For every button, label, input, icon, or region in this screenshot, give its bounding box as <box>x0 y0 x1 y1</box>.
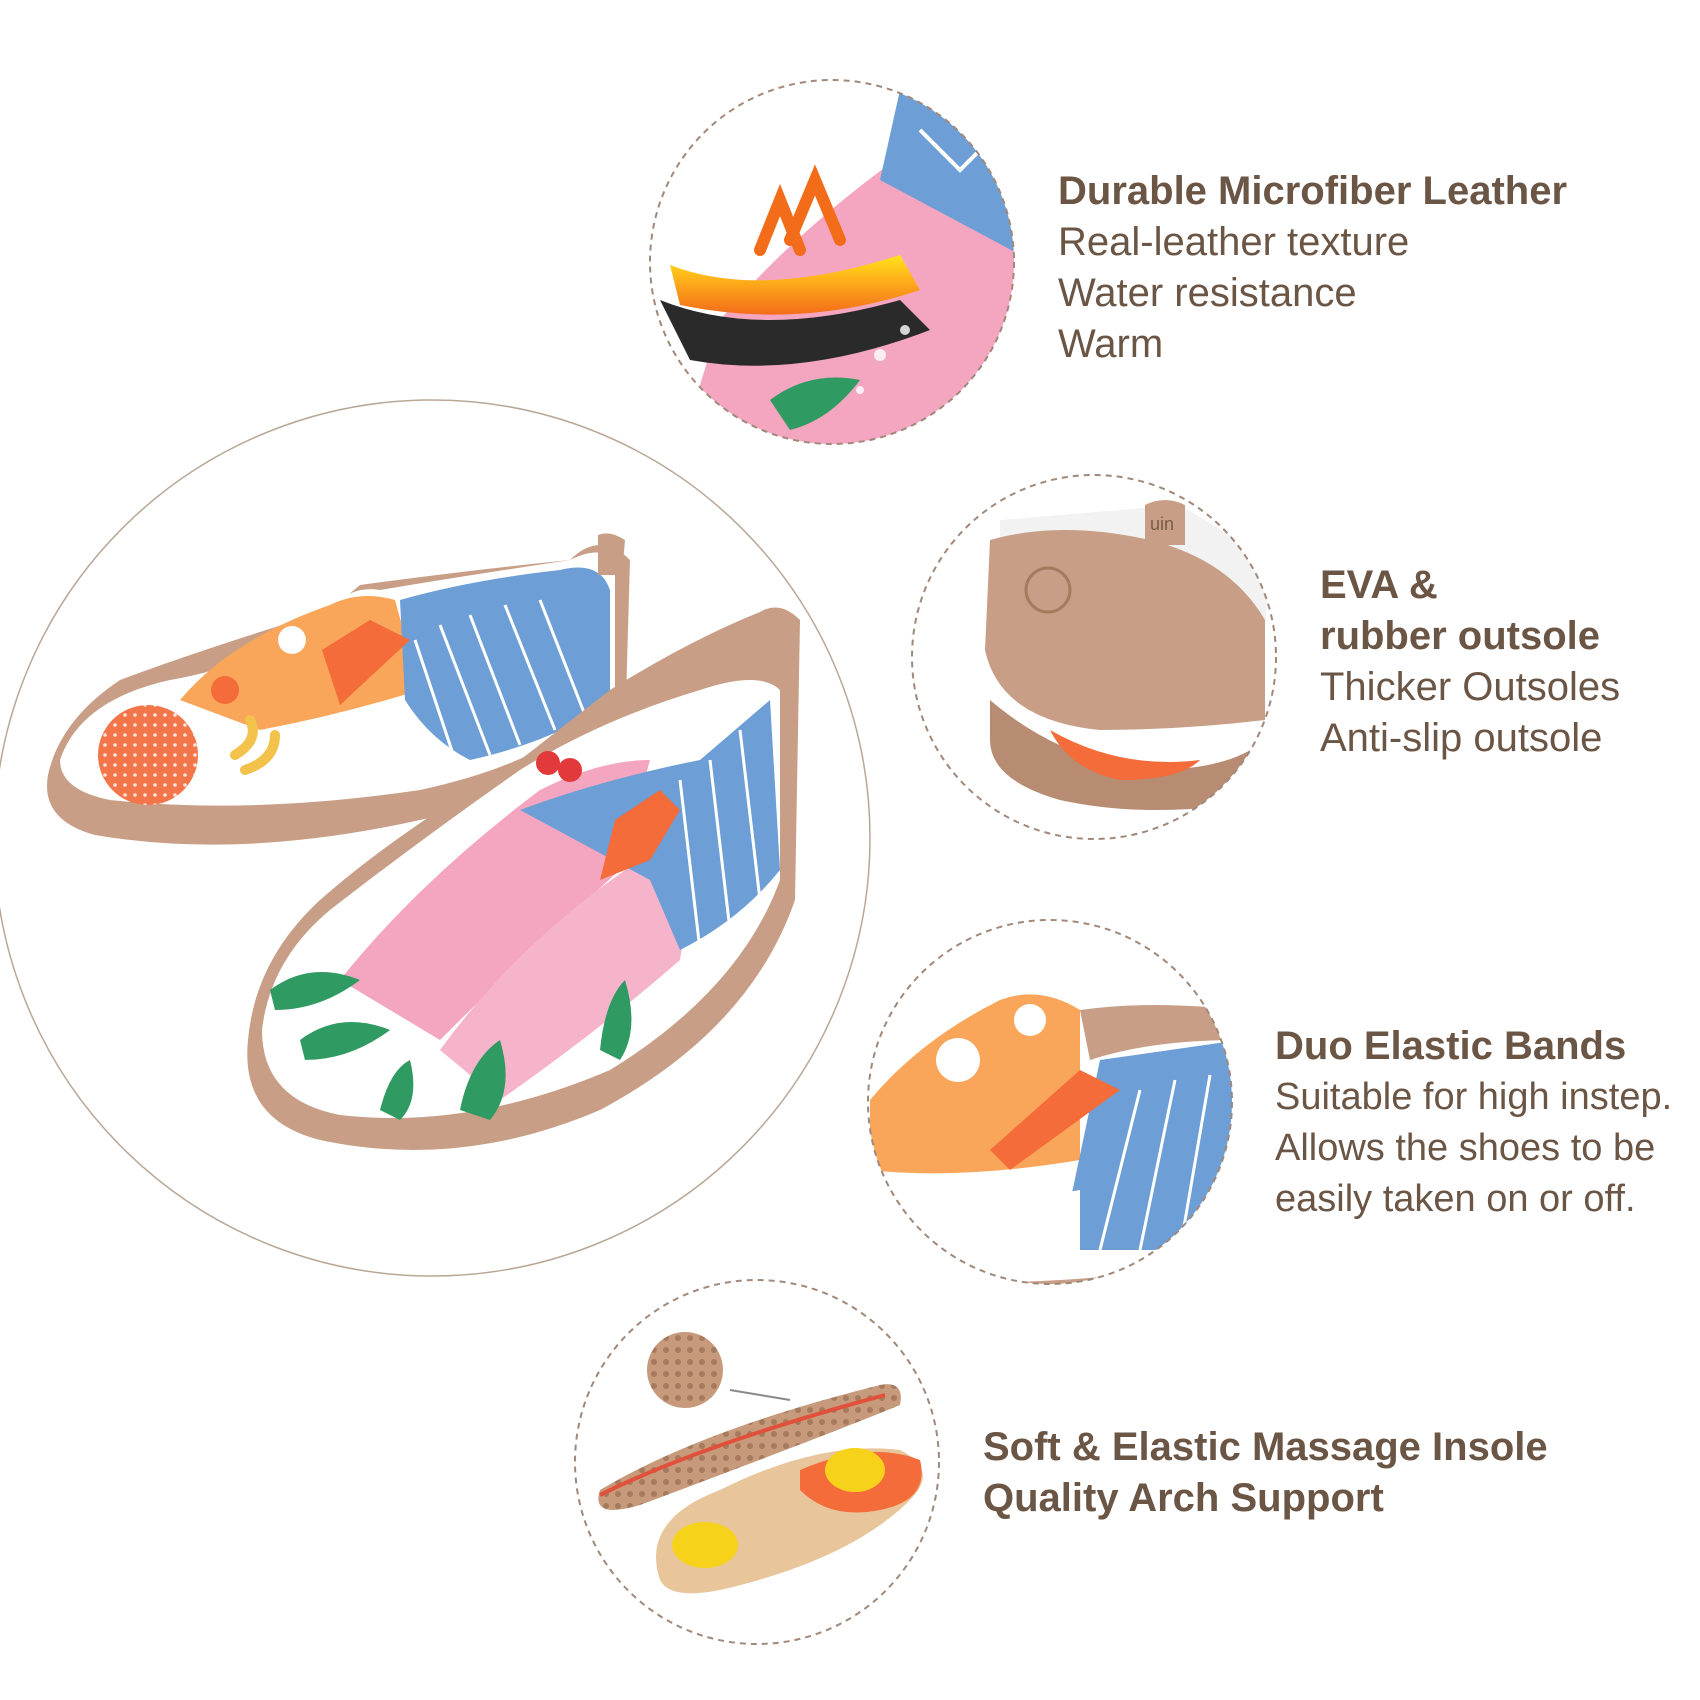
feature-title: EVA & <box>1320 563 1438 607</box>
feature-line: Suitable for high instep. <box>1275 1076 1673 1118</box>
outsole-detail-circle <box>911 474 1277 840</box>
feature-line: Real-leather texture <box>1058 220 1410 264</box>
feature-title: Duo Elastic Bands <box>1275 1024 1627 1068</box>
brand-mark: uin <box>1150 514 1174 534</box>
feature-insole: Soft & Elastic Massage Insole Quality Ar… <box>983 1422 1548 1524</box>
feature-line: Warm <box>1058 322 1164 366</box>
feature-line: easily taken on or off. <box>1275 1178 1636 1220</box>
feature-title-continued: rubber outsole <box>1320 614 1601 658</box>
insole-detail-circle <box>574 1279 940 1645</box>
main-product-circle <box>0 399 871 1277</box>
leather-detail-image <box>650 80 1014 444</box>
outsole-detail-image: uin <box>912 475 1276 839</box>
insole-detail-image <box>575 1280 939 1644</box>
elastic-band-detail-image <box>868 920 1232 1284</box>
feature-line: Water resistance <box>1058 271 1357 315</box>
feature-title: Durable Microfiber Leather <box>1058 169 1568 213</box>
leather-detail-circle <box>649 79 1015 445</box>
feature-line: Allows the shoes to be <box>1275 1127 1656 1169</box>
feature-line: Thicker Outsoles <box>1320 665 1621 709</box>
feature-leather: Durable Microfiber Leather Real-leather … <box>1058 166 1567 370</box>
feature-title-continued: Quality Arch Support <box>983 1476 1384 1520</box>
elastic-band-detail-circle <box>867 919 1233 1285</box>
feature-outsole: EVA & rubber outsole Thicker Outsoles An… <box>1320 560 1620 764</box>
back-shoe <box>46 533 630 845</box>
shoes-pair <box>46 533 801 1150</box>
feature-line: Anti-slip outsole <box>1320 716 1603 760</box>
feature-elastic-bands: Duo Elastic Bands Suitable for high inst… <box>1275 1021 1672 1225</box>
front-shoe <box>247 607 801 1150</box>
feature-title: Soft & Elastic Massage Insole <box>983 1425 1548 1469</box>
